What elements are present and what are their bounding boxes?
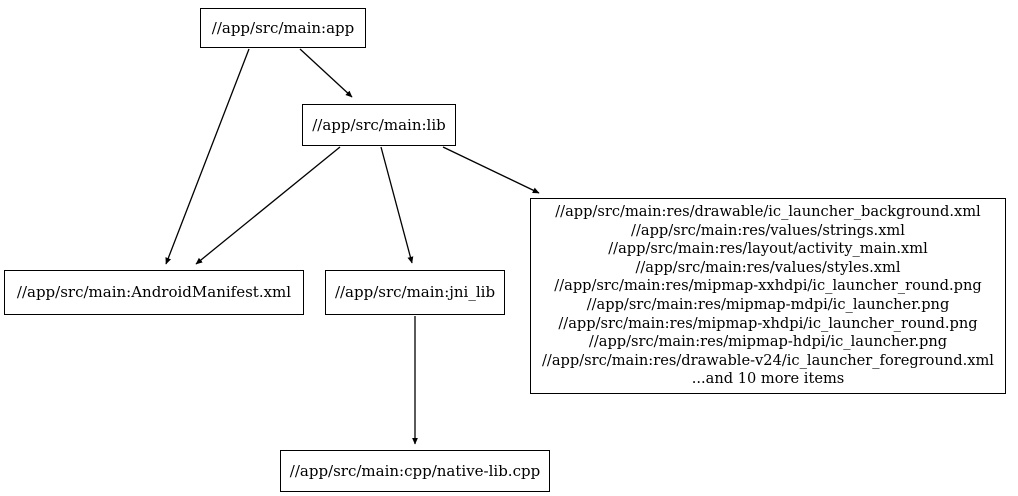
graph-node-lib[interactable]: //app/src/main:lib <box>302 104 456 146</box>
graph-node-native-lib-label: //app/src/main:cpp/native-lib.cpp <box>289 461 541 480</box>
graph-node-jni-lib-label: //app/src/main:jni_lib <box>334 283 496 301</box>
graph-node-resources[interactable]: //app/src/main:res/drawable/ic_launcher_… <box>530 198 1006 394</box>
graph-node-app-label: //app/src/main:app <box>211 18 355 37</box>
graph-edge-lib-to-resources <box>442 146 540 194</box>
graph-node-native-lib[interactable]: //app/src/main:cpp/native-lib.cpp <box>280 450 550 492</box>
graph-edge-app-to-lib <box>299 48 353 98</box>
graph-edge-lib-to-jni-lib <box>380 146 414 264</box>
graph-node-androidmanifest[interactable]: //app/src/main:AndroidManifest.xml <box>4 270 304 315</box>
graph-node-lib-label: //app/src/main:lib <box>312 115 446 134</box>
graph-edge-lib-to-manifest <box>195 146 341 265</box>
graph-edge-app-to-manifest <box>165 48 250 265</box>
graph-node-jni-lib[interactable]: //app/src/main:jni_lib <box>325 270 505 315</box>
graph-node-app[interactable]: //app/src/main:app <box>200 8 366 48</box>
graph-node-resources-label: //app/src/main:res/drawable/ic_launcher_… <box>542 203 994 388</box>
graph-node-androidmanifest-label: //app/src/main:AndroidManifest.xml <box>16 283 292 301</box>
